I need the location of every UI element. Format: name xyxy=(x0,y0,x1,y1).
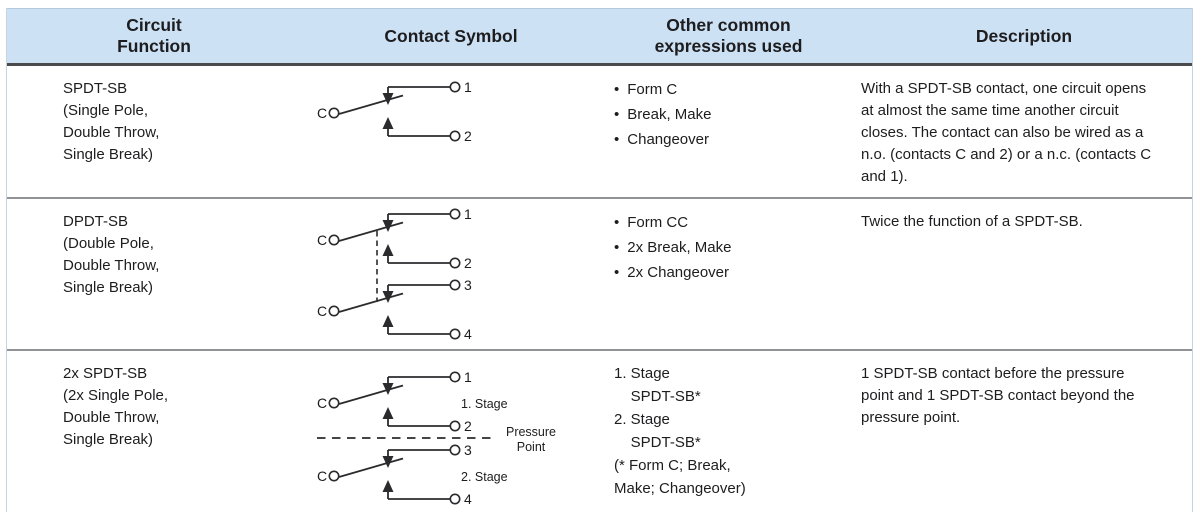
switch-lever xyxy=(338,457,404,478)
2x-spdt-sb-symbol-icon: C 1 2 C 3 4 1. Stage 2. Stage Pressure P… xyxy=(317,369,556,507)
terminal-circle-c1 xyxy=(328,234,340,246)
contact-wires-pole-1 xyxy=(338,213,450,264)
spdt-sb-symbol-icon: C 1 2 xyxy=(317,79,472,144)
arrow-down-icon xyxy=(382,291,394,303)
terminal-label-4: 4 xyxy=(464,491,472,507)
terminal-circle-2 xyxy=(449,420,461,432)
arrow-up-icon xyxy=(382,117,394,129)
expressions-cell: Form C Break, Make Changeover xyxy=(601,66,856,197)
terminal-label-c1: C xyxy=(317,232,327,248)
header-circuit-function: Circuit Function xyxy=(117,15,191,56)
table-row-dpdt-sb: DPDT-SB (Double Pole, Double Throw, Sing… xyxy=(7,197,1192,349)
expression-item: Changeover xyxy=(614,127,848,152)
pressure-point-label: Pressure xyxy=(506,425,556,439)
terminal-circle-3 xyxy=(449,444,461,456)
contact-wires-pole-2 xyxy=(338,284,450,335)
terminal-label-4: 4 xyxy=(464,326,472,342)
header-description: Description xyxy=(975,25,1073,46)
expression-item: Break, Make xyxy=(614,102,848,127)
table-row-spdt-sb: SPDT-SB (Single Pole, Double Throw, Sing… xyxy=(7,66,1192,197)
contact-wires xyxy=(338,86,450,137)
terminal-circle-1 xyxy=(449,81,461,93)
circuit-function-cell: 2x SPDT-SB (2x Single Pole, Double Throw… xyxy=(63,365,169,448)
switch-lever xyxy=(338,292,404,313)
terminal-label-1: 1 xyxy=(464,207,472,222)
terminal-label-3: 3 xyxy=(464,442,472,458)
header-other-expressions: Other common expressions used xyxy=(654,15,803,56)
arrow-up-icon xyxy=(382,244,394,256)
arrow-up-icon xyxy=(382,480,394,492)
terminal-label-1: 1 xyxy=(464,370,472,385)
terminal-label-c1: C xyxy=(317,395,327,411)
terminal-circle-c2 xyxy=(328,305,340,317)
terminal-circle-2 xyxy=(449,130,461,142)
switch-lever xyxy=(338,94,404,115)
description-cell: Twice the function of a SPDT-SB. xyxy=(861,213,1083,230)
terminal-label-c2: C xyxy=(317,303,327,319)
switch-lever xyxy=(338,384,404,405)
circuit-function-cell: DPDT-SB (Double Pole, Double Throw, Sing… xyxy=(63,213,160,296)
contact-symbol-cell: C 1 2 xyxy=(301,66,601,197)
arrow-down-icon xyxy=(382,220,394,232)
terminal-circle-c1 xyxy=(328,397,340,409)
header-contact-symbol: Contact Symbol xyxy=(384,25,518,46)
terminal-label-c2: C xyxy=(317,468,327,484)
terminal-circle-4 xyxy=(449,493,461,505)
terminal-circle-c2 xyxy=(328,470,340,482)
expression-item: 2x Break, Make xyxy=(614,235,848,260)
terminal-circle-4 xyxy=(449,328,461,340)
stage-1-label: 1. Stage xyxy=(461,397,508,411)
pressure-point-label: Point xyxy=(517,440,546,454)
contact-symbol-cell: C 1 2 C 3 4 xyxy=(301,199,601,349)
circuit-function-cell: SPDT-SB (Single Pole, Double Throw, Sing… xyxy=(63,80,160,163)
terminal-circle-1 xyxy=(449,208,461,220)
arrow-down-icon xyxy=(382,456,394,468)
terminal-circle-3 xyxy=(449,279,461,291)
expression-item: 2x Changeover xyxy=(614,260,848,285)
expressions-cell: 1. Stage SPDT-SB* 2. Stage SPDT-SB* (* F… xyxy=(601,351,856,512)
terminal-label-2: 2 xyxy=(464,128,472,144)
contact-wires-stage-1 xyxy=(338,376,450,427)
arrow-up-icon xyxy=(382,315,394,327)
terminal-label-3: 3 xyxy=(464,277,472,293)
terminal-label-c: C xyxy=(317,105,327,121)
table-row-2x-spdt-sb: 2x SPDT-SB (2x Single Pole, Double Throw… xyxy=(7,349,1192,512)
description-cell: With a SPDT-SB contact, one circuit open… xyxy=(861,80,1152,185)
dpdt-sb-symbol-icon: C 1 2 C 3 4 xyxy=(317,206,472,342)
expression-item: Form C xyxy=(614,77,848,102)
table-header-row: Circuit Function Contact Symbol Other co… xyxy=(7,8,1192,66)
arrow-down-icon xyxy=(382,383,394,395)
terminal-label-2: 2 xyxy=(464,255,472,271)
expression-list: 1. Stage SPDT-SB* 2. Stage SPDT-SB* (* F… xyxy=(614,365,746,497)
terminal-circle-1 xyxy=(449,371,461,383)
switch-lever xyxy=(338,221,404,242)
contact-symbol-cell: C 1 2 C 3 4 1. Stage 2. Stage Pressure P… xyxy=(301,351,601,512)
terminal-label-2: 2 xyxy=(464,418,472,434)
terminal-label-1: 1 xyxy=(464,80,472,95)
expression-item: Form CC xyxy=(614,210,848,235)
terminal-circle-2 xyxy=(449,257,461,269)
terminal-circle-c xyxy=(328,107,340,119)
contact-function-table: Circuit Function Contact Symbol Other co… xyxy=(6,8,1193,512)
description-cell: 1 SPDT-SB contact before the pressure po… xyxy=(861,365,1135,426)
contact-wires-stage-2 xyxy=(338,449,450,500)
arrow-down-icon xyxy=(382,93,394,105)
arrow-up-icon xyxy=(382,407,394,419)
expressions-cell: Form CC 2x Break, Make 2x Changeover xyxy=(601,199,856,349)
stage-2-label: 2. Stage xyxy=(461,470,508,484)
